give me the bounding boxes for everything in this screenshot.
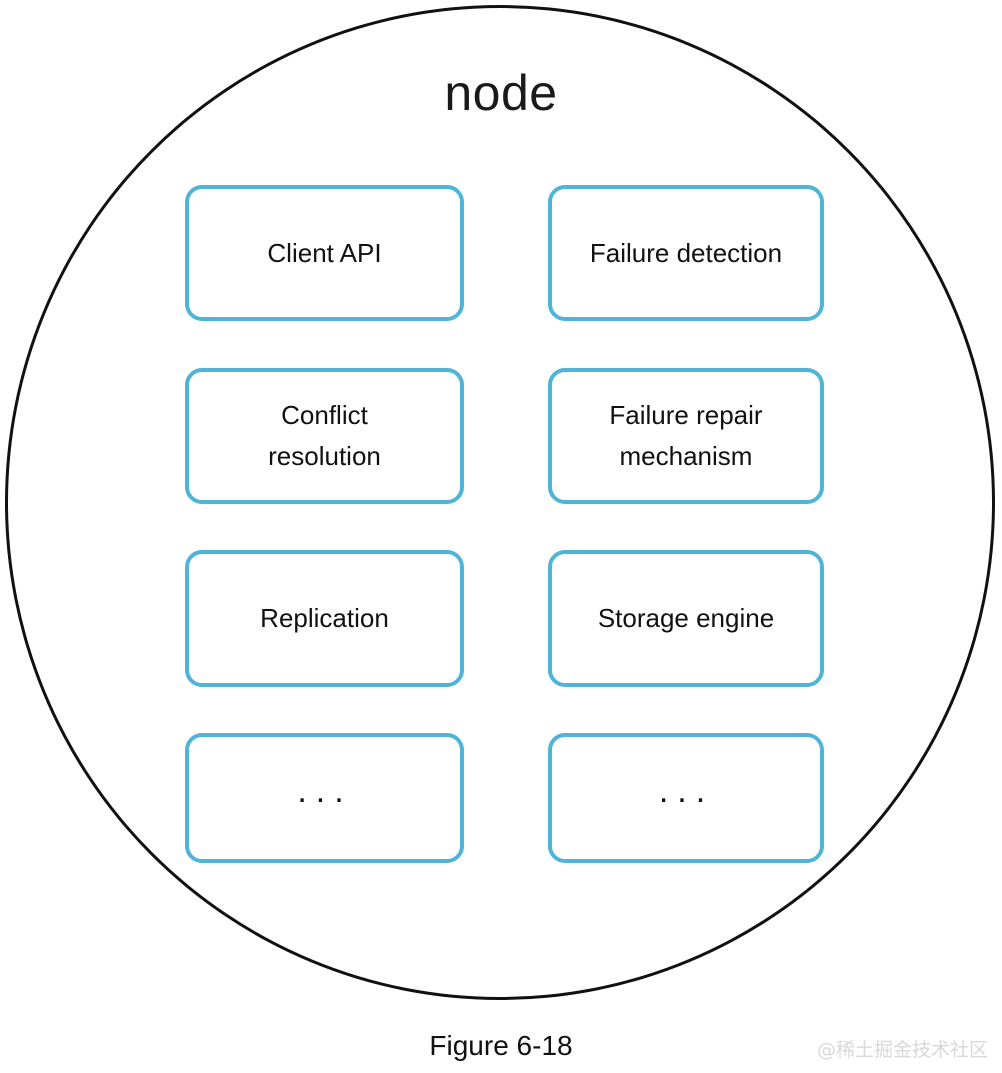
node-circle-boundary: [5, 5, 995, 1000]
figure-caption: Figure 6-18: [429, 1030, 573, 1061]
ellipsis-icon: ...: [297, 772, 353, 810]
node-title: node: [444, 65, 558, 121]
component-box-label: Failure repair mechanism: [609, 400, 763, 471]
component-box-client-api[interactable]: Client API: [185, 185, 464, 321]
component-box-more-left[interactable]: ...: [185, 733, 464, 863]
component-box-label: Failure detection: [589, 237, 783, 268]
component-box-failure-repair-mechanism[interactable]: Failure repair mechanism: [548, 368, 824, 504]
component-box-failure-detection[interactable]: Failure detection: [548, 185, 824, 321]
component-box-more-right[interactable]: ...: [548, 733, 824, 863]
component-box-label: Client API: [267, 237, 382, 268]
component-box-label: Replication: [260, 603, 389, 633]
component-box-replication[interactable]: Replication: [185, 550, 464, 687]
component-box-conflict-resolution[interactable]: Conflict resolution: [185, 368, 464, 504]
watermark: @稀土掘金技术社区: [816, 1039, 988, 1061]
ellipsis-icon: ...: [658, 772, 715, 810]
component-box-label: Conflict resolution: [268, 400, 381, 471]
component-box-storage-engine[interactable]: Storage engine: [548, 550, 824, 687]
component-box-label: Storage engine: [597, 603, 775, 633]
